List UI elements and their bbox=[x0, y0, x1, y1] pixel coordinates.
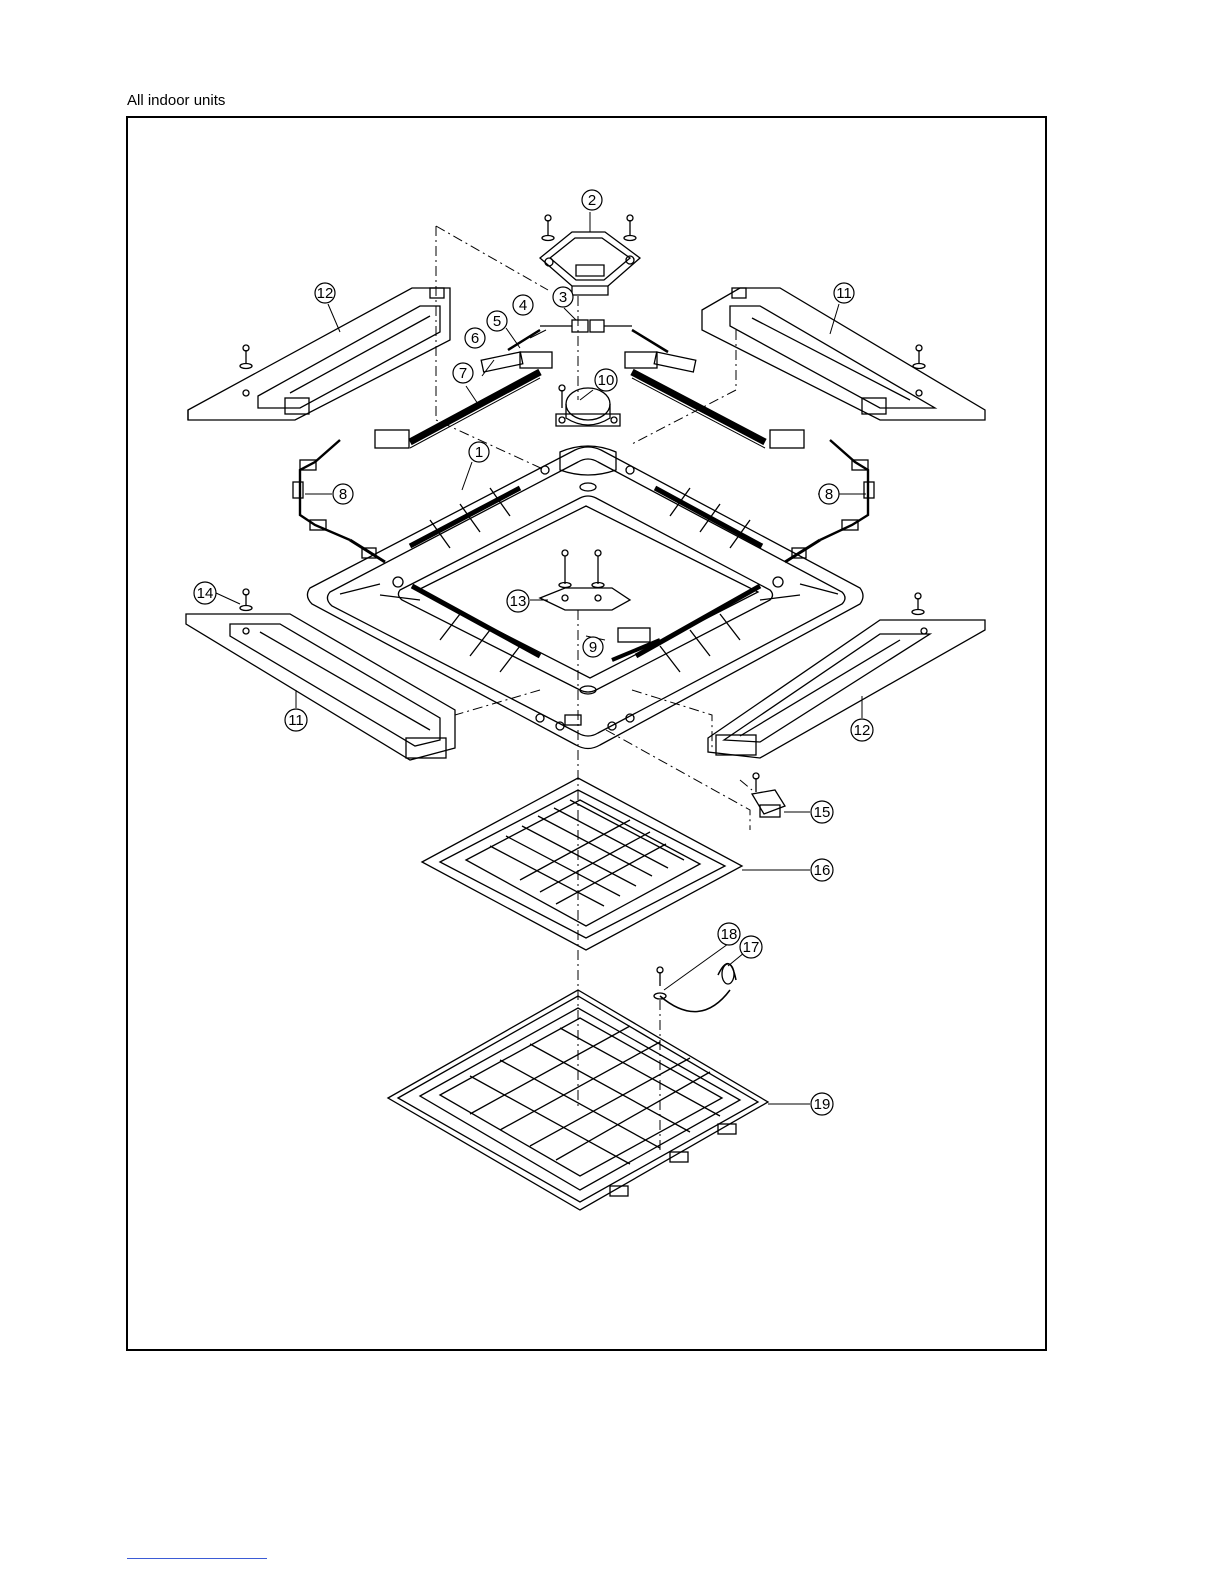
part-corner-panel-top-left bbox=[188, 288, 450, 420]
svg-text:13: 13 bbox=[510, 593, 527, 610]
svg-text:18: 18 bbox=[721, 926, 738, 943]
part-corner-panel-top-right bbox=[702, 288, 985, 420]
svg-text:8: 8 bbox=[825, 486, 833, 503]
callout-13: 13 bbox=[507, 590, 529, 612]
callout-4: 4 bbox=[513, 295, 533, 315]
part-top-cover bbox=[540, 232, 640, 295]
screws-top bbox=[542, 215, 636, 241]
svg-text:14: 14 bbox=[197, 585, 214, 602]
part-corner-panel-bottom-left bbox=[186, 614, 455, 760]
callout-5: 5 bbox=[487, 311, 507, 331]
part-strap bbox=[654, 964, 736, 1012]
svg-text:1: 1 bbox=[475, 444, 483, 461]
callout-16: 16 bbox=[811, 859, 833, 881]
callout-8-left: 8 bbox=[333, 484, 353, 504]
callout-leaders bbox=[216, 212, 866, 1104]
callout-2: 2 bbox=[582, 190, 602, 210]
callout-19: 19 bbox=[811, 1093, 833, 1115]
svg-text:19: 19 bbox=[814, 1096, 831, 1113]
louvre-upper bbox=[375, 352, 804, 448]
svg-text:11: 11 bbox=[836, 285, 852, 302]
callout-17: 17 bbox=[740, 936, 762, 958]
svg-text:17: 17 bbox=[743, 939, 760, 956]
svg-text:2: 2 bbox=[588, 192, 596, 209]
callout-18: 18 bbox=[718, 923, 740, 945]
svg-text:10: 10 bbox=[598, 372, 615, 389]
callout-7: 7 bbox=[453, 363, 473, 383]
svg-text:12: 12 bbox=[317, 285, 334, 302]
svg-text:8: 8 bbox=[339, 486, 347, 503]
callout-14: 14 bbox=[194, 582, 216, 604]
part-filter bbox=[422, 778, 742, 950]
svg-text:16: 16 bbox=[814, 862, 831, 879]
callout-10: 10 bbox=[595, 369, 617, 391]
callout-11-bottom: 11 bbox=[285, 709, 307, 731]
callout-12-top: 12 bbox=[315, 283, 335, 303]
callout-3: 3 bbox=[553, 287, 573, 307]
part-main-panel bbox=[307, 446, 863, 749]
part-clip bbox=[752, 773, 785, 817]
part-center-bracket bbox=[540, 550, 630, 610]
part-motor bbox=[556, 385, 620, 426]
callout-11-top: 11 bbox=[834, 283, 854, 303]
svg-text:6: 6 bbox=[471, 330, 479, 347]
svg-text:3: 3 bbox=[559, 289, 567, 306]
callout-1: 1 bbox=[469, 442, 489, 462]
svg-text:4: 4 bbox=[519, 297, 527, 314]
svg-text:12: 12 bbox=[854, 722, 871, 739]
svg-text:15: 15 bbox=[814, 804, 831, 821]
callout-9: 9 bbox=[583, 637, 603, 657]
callout-12-bottom: 12 bbox=[851, 719, 873, 741]
callout-15: 15 bbox=[811, 801, 833, 823]
svg-text:9: 9 bbox=[589, 639, 597, 656]
callout-6: 6 bbox=[465, 328, 485, 348]
callout-8-right: 8 bbox=[819, 484, 839, 504]
part-corner-panel-bottom-right bbox=[708, 620, 985, 758]
linkage-upper bbox=[481, 320, 696, 372]
svg-text:5: 5 bbox=[493, 313, 501, 330]
svg-text:7: 7 bbox=[459, 365, 467, 382]
footer-rule bbox=[127, 1558, 267, 1559]
svg-text:11: 11 bbox=[288, 712, 304, 729]
